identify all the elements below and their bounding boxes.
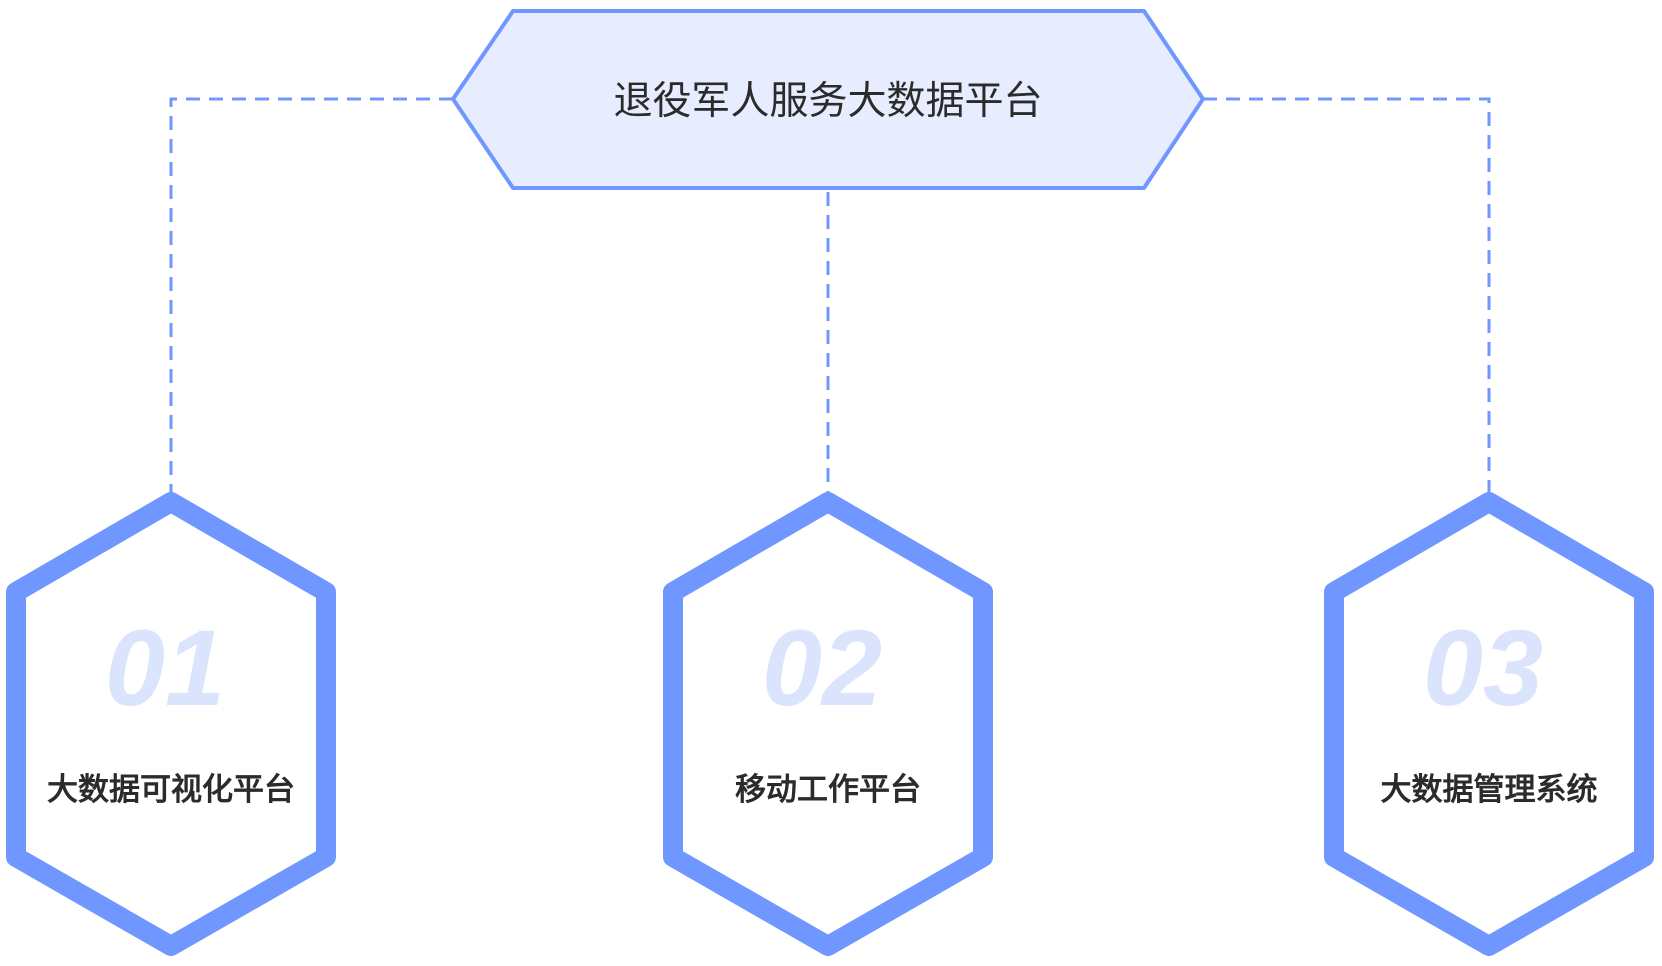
node-02-number: 02 — [762, 607, 882, 728]
node-03-number: 03 — [1423, 607, 1543, 728]
title-shape — [451, 9, 1205, 190]
node-02-hexagon — [663, 492, 993, 956]
connector-right — [1203, 97, 1491, 492]
node-01-hexagon — [6, 492, 336, 956]
title-text: 退役军人服务大数据平台 — [613, 79, 1042, 124]
node-01-number: 01 — [105, 607, 225, 728]
node-02: 02 移动工作平台 — [663, 492, 993, 956]
node-03-label: 大数据管理系统 — [1381, 772, 1598, 808]
connector-left — [169, 97, 453, 492]
title-node: 退役军人服务大数据平台 — [451, 9, 1205, 190]
node-01: 01 大数据可视化平台 — [6, 492, 336, 956]
node-03-hexagon — [1324, 492, 1654, 956]
connectors — [169, 97, 1491, 492]
node-02-label: 移动工作平台 — [735, 772, 921, 808]
node-01-label: 大数据可视化平台 — [47, 772, 295, 808]
node-03: 03 大数据管理系统 — [1324, 492, 1654, 956]
